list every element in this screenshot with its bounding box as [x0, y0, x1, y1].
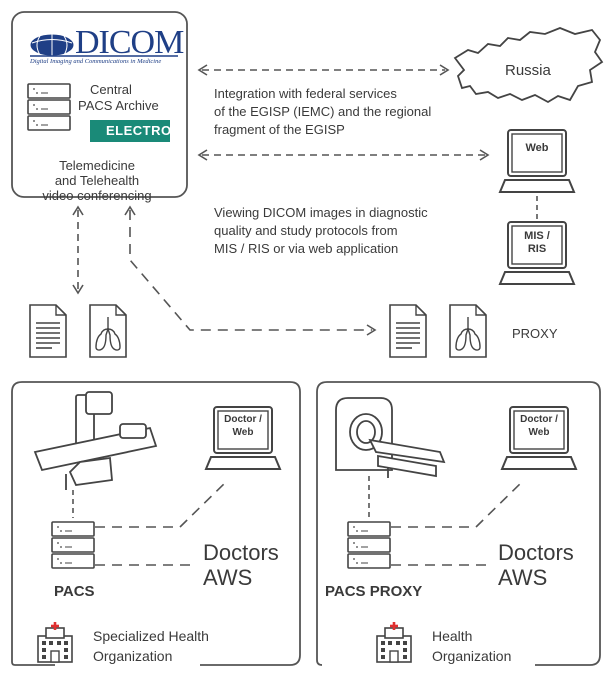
right-hospital-icon	[375, 620, 413, 664]
right-doctors-aws-line1: Doctors	[498, 540, 574, 565]
right-doctor-web-line2: Web	[528, 427, 550, 438]
electron-brand-box	[90, 120, 170, 142]
viewing-line1: Viewing DICOM images in diagnostic	[214, 205, 428, 220]
left-doctors-aws-line2: AWS	[203, 565, 253, 590]
proxy-label: PROXY	[512, 326, 558, 341]
web-label: Web	[525, 142, 549, 154]
left-org-name-line2: Organization	[93, 648, 173, 664]
integration-line1: Integration with federal services	[214, 86, 397, 101]
proxy-xray-document-icon	[449, 304, 487, 358]
electron-brand-text: ELECTRON	[106, 123, 182, 138]
central-label-line1: Central	[90, 82, 132, 97]
pacs-panel	[11, 11, 188, 198]
telemedicine-line1: Telemedicine	[59, 158, 135, 173]
dicom-logo-word: DICOM	[75, 24, 184, 61]
central-label-line2: PACS Archive	[78, 98, 159, 113]
right-org-panel	[316, 381, 601, 666]
russia-map-icon	[453, 27, 604, 104]
russia-label: Russia	[505, 62, 551, 79]
right-org-name-line1: Health	[432, 628, 473, 644]
dicom-globe-icon	[29, 33, 75, 57]
integration-line2: of the EGISP (IEMC) and the regional	[214, 104, 432, 119]
xray-machine-icon	[33, 391, 158, 490]
ct-scanner-icon	[335, 397, 446, 478]
central-server-icon	[27, 83, 71, 131]
left-pacs-label: PACS	[54, 583, 95, 600]
document-icon	[29, 304, 67, 358]
left-org-panel	[11, 381, 301, 666]
telemedicine-line2: and Telehealth	[54, 173, 140, 188]
right-doctors-aws-line2: AWS	[498, 565, 548, 590]
integration-line3: fragment of the EGISP	[214, 122, 345, 137]
proxy-link	[129, 210, 372, 331]
left-doctor-web-line2: Web	[232, 427, 254, 438]
right-pacs-proxy-label: PACS PROXY	[325, 583, 423, 600]
xray-document-icon	[89, 304, 127, 358]
viewing-line3: MIS / RIS or via web application	[214, 241, 399, 256]
web-monitor-icon	[499, 129, 575, 193]
left-hospital-icon	[36, 620, 74, 664]
right-doctor-web-line1: Doctor /	[520, 414, 558, 425]
left-doctor-web-line1: Doctor /	[224, 414, 262, 425]
right-pacs-proxy-server-icon	[347, 521, 391, 569]
dicom-logo-tagline: Digital Imaging and Communications in Me…	[30, 58, 162, 65]
mis-label-line2: RIS	[527, 243, 547, 255]
viewing-line2: quality and study protocols from	[214, 223, 398, 238]
proxy-document-icon	[389, 304, 427, 358]
mis-label-line1: MIS /	[524, 230, 550, 242]
telemedicine-line3: video conferencing	[42, 188, 152, 203]
left-org-name-line1: Specialized Health	[93, 628, 209, 644]
left-pacs-server-icon	[51, 521, 95, 569]
left-doctors-aws-line1: Doctors	[203, 540, 279, 565]
right-org-name-line2: Organization	[432, 648, 512, 664]
